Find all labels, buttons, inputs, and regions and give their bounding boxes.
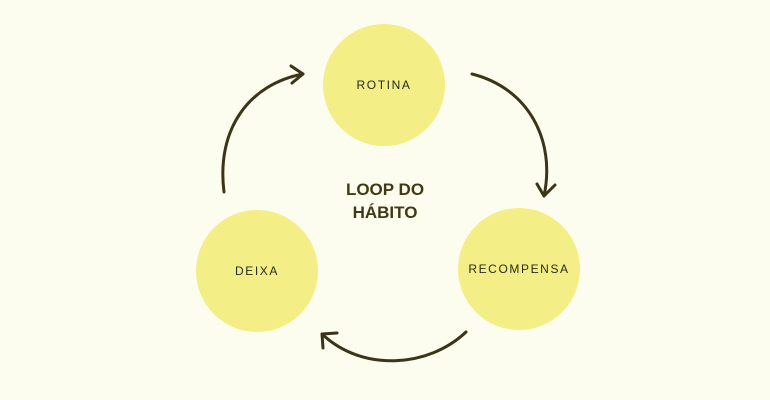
- diagram-title-line-1: LOOP DO: [345, 180, 425, 199]
- node-label-recompensa: RECOMPENSA: [468, 262, 570, 276]
- arrow-rotina-to-recompensa: [470, 72, 549, 198]
- arrowhead-recompensa: [535, 182, 557, 198]
- arrowhead-deixa: [320, 331, 339, 350]
- node-label-rotina: ROTINA: [356, 78, 412, 92]
- node-label-deixa: DEIXA: [234, 264, 279, 278]
- diagram-title-line-2: HÁBITO: [352, 203, 418, 222]
- arrow-deixa-to-rotina: [221, 72, 305, 194]
- node-deixa: DEIXA: [196, 210, 318, 332]
- node-recompensa: RECOMPENSA: [458, 208, 580, 330]
- diagram-title: LOOP DO HÁBITO: [305, 178, 465, 224]
- arrowhead-rotina: [289, 64, 305, 85]
- node-rotina: ROTINA: [323, 24, 445, 146]
- arrow-recompensa-to-deixa: [320, 330, 468, 363]
